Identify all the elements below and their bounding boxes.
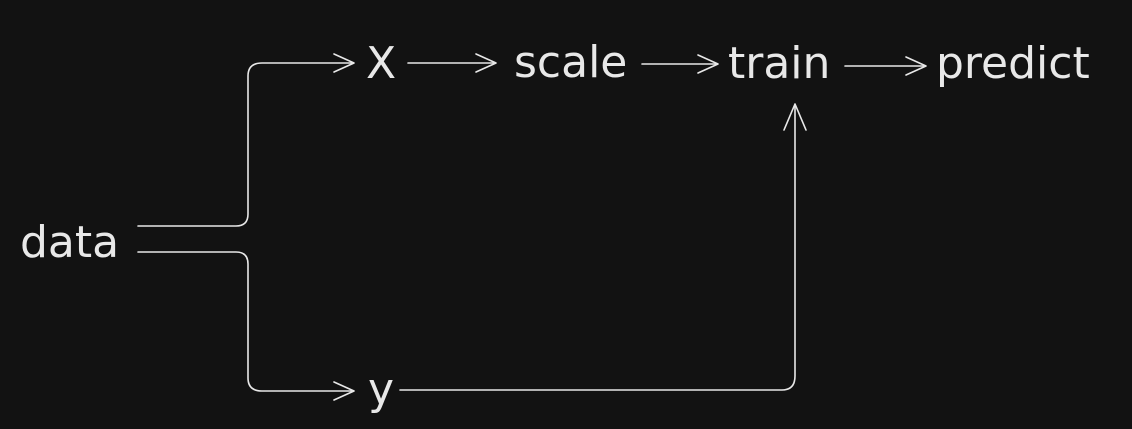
nodes: data X y scale train predict — [20, 37, 1090, 415]
node-data: data — [20, 217, 119, 268]
arrowhead-train — [697, 54, 719, 74]
edge-data-to-y — [137, 251, 353, 392]
edge-data-to-x — [137, 62, 353, 227]
edges — [137, 53, 927, 401]
node-train: train — [728, 38, 830, 89]
arrowhead-scale — [475, 53, 497, 73]
arrowhead-predict — [905, 56, 927, 76]
node-x: X — [366, 38, 396, 89]
arrowhead-x — [333, 53, 355, 73]
edge-y-to-train — [399, 105, 796, 391]
node-predict: predict — [936, 38, 1090, 89]
arrowhead-train-up — [783, 103, 807, 131]
node-scale: scale — [514, 37, 627, 88]
arrowhead-y — [333, 381, 355, 401]
node-y: y — [368, 364, 394, 415]
